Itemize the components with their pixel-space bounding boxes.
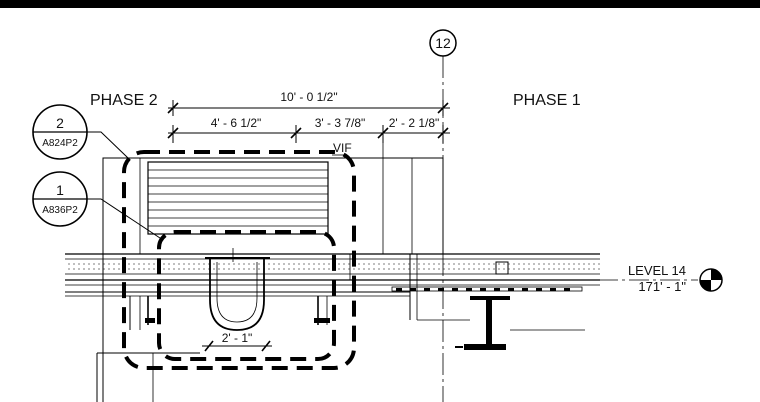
dimension-segment-2: 3' - 3 7/8" — [315, 116, 366, 130]
trench-drain — [205, 248, 270, 331]
callout-number: 1 — [56, 182, 64, 198]
callout-number: 2 — [56, 115, 64, 131]
phase-2-label: PHASE 2 — [90, 92, 158, 109]
steel-beam — [455, 296, 510, 350]
overall-dimension: 10' - 0 1/2" — [280, 90, 337, 104]
tick — [437, 102, 449, 114]
detail-boundary-1 — [157, 230, 336, 361]
level-target-quadrant — [711, 269, 722, 280]
callout-leader — [87, 131, 129, 159]
tick — [167, 127, 179, 139]
vif-note: VIF — [333, 141, 352, 155]
lower-structure — [96, 296, 330, 402]
callout-sheet: A824P2 — [42, 138, 78, 149]
bottom-dimension — [202, 340, 272, 352]
grid-label: 12 — [435, 35, 451, 51]
dimension-segment-3: 2' - 2 1/8" — [389, 116, 440, 130]
wall-outline — [102, 157, 444, 255]
callout-leader — [87, 198, 164, 241]
dimension-segment-1: 4' - 6 1/2" — [211, 116, 262, 130]
level-marker: LEVEL 14 171' - 1" — [598, 263, 723, 294]
detail-callout-1[interactable]: 1 A836P2 — [32, 171, 164, 241]
louver — [147, 161, 329, 235]
callout-sheet: A836P2 — [42, 205, 78, 216]
phase-1-label: PHASE 1 — [513, 92, 581, 109]
detail-callout-2[interactable]: 2 A824P2 — [32, 104, 129, 160]
sheet-border — [0, 0, 760, 8]
bottom-dimension-text: 2' - 1" — [222, 331, 253, 345]
level-elevation: 171' - 1" — [638, 279, 686, 294]
level-target-quadrant — [700, 280, 711, 291]
detail-boundary-2 — [122, 150, 356, 370]
tick — [167, 102, 179, 114]
level-name: LEVEL 14 — [628, 263, 686, 278]
metal-deck — [391, 286, 583, 292]
wall-elevation — [102, 140, 444, 402]
louver-frame — [147, 161, 329, 235]
dimension-strings — [167, 100, 450, 143]
tick — [437, 127, 449, 139]
tick — [377, 127, 389, 139]
tick — [290, 127, 302, 139]
